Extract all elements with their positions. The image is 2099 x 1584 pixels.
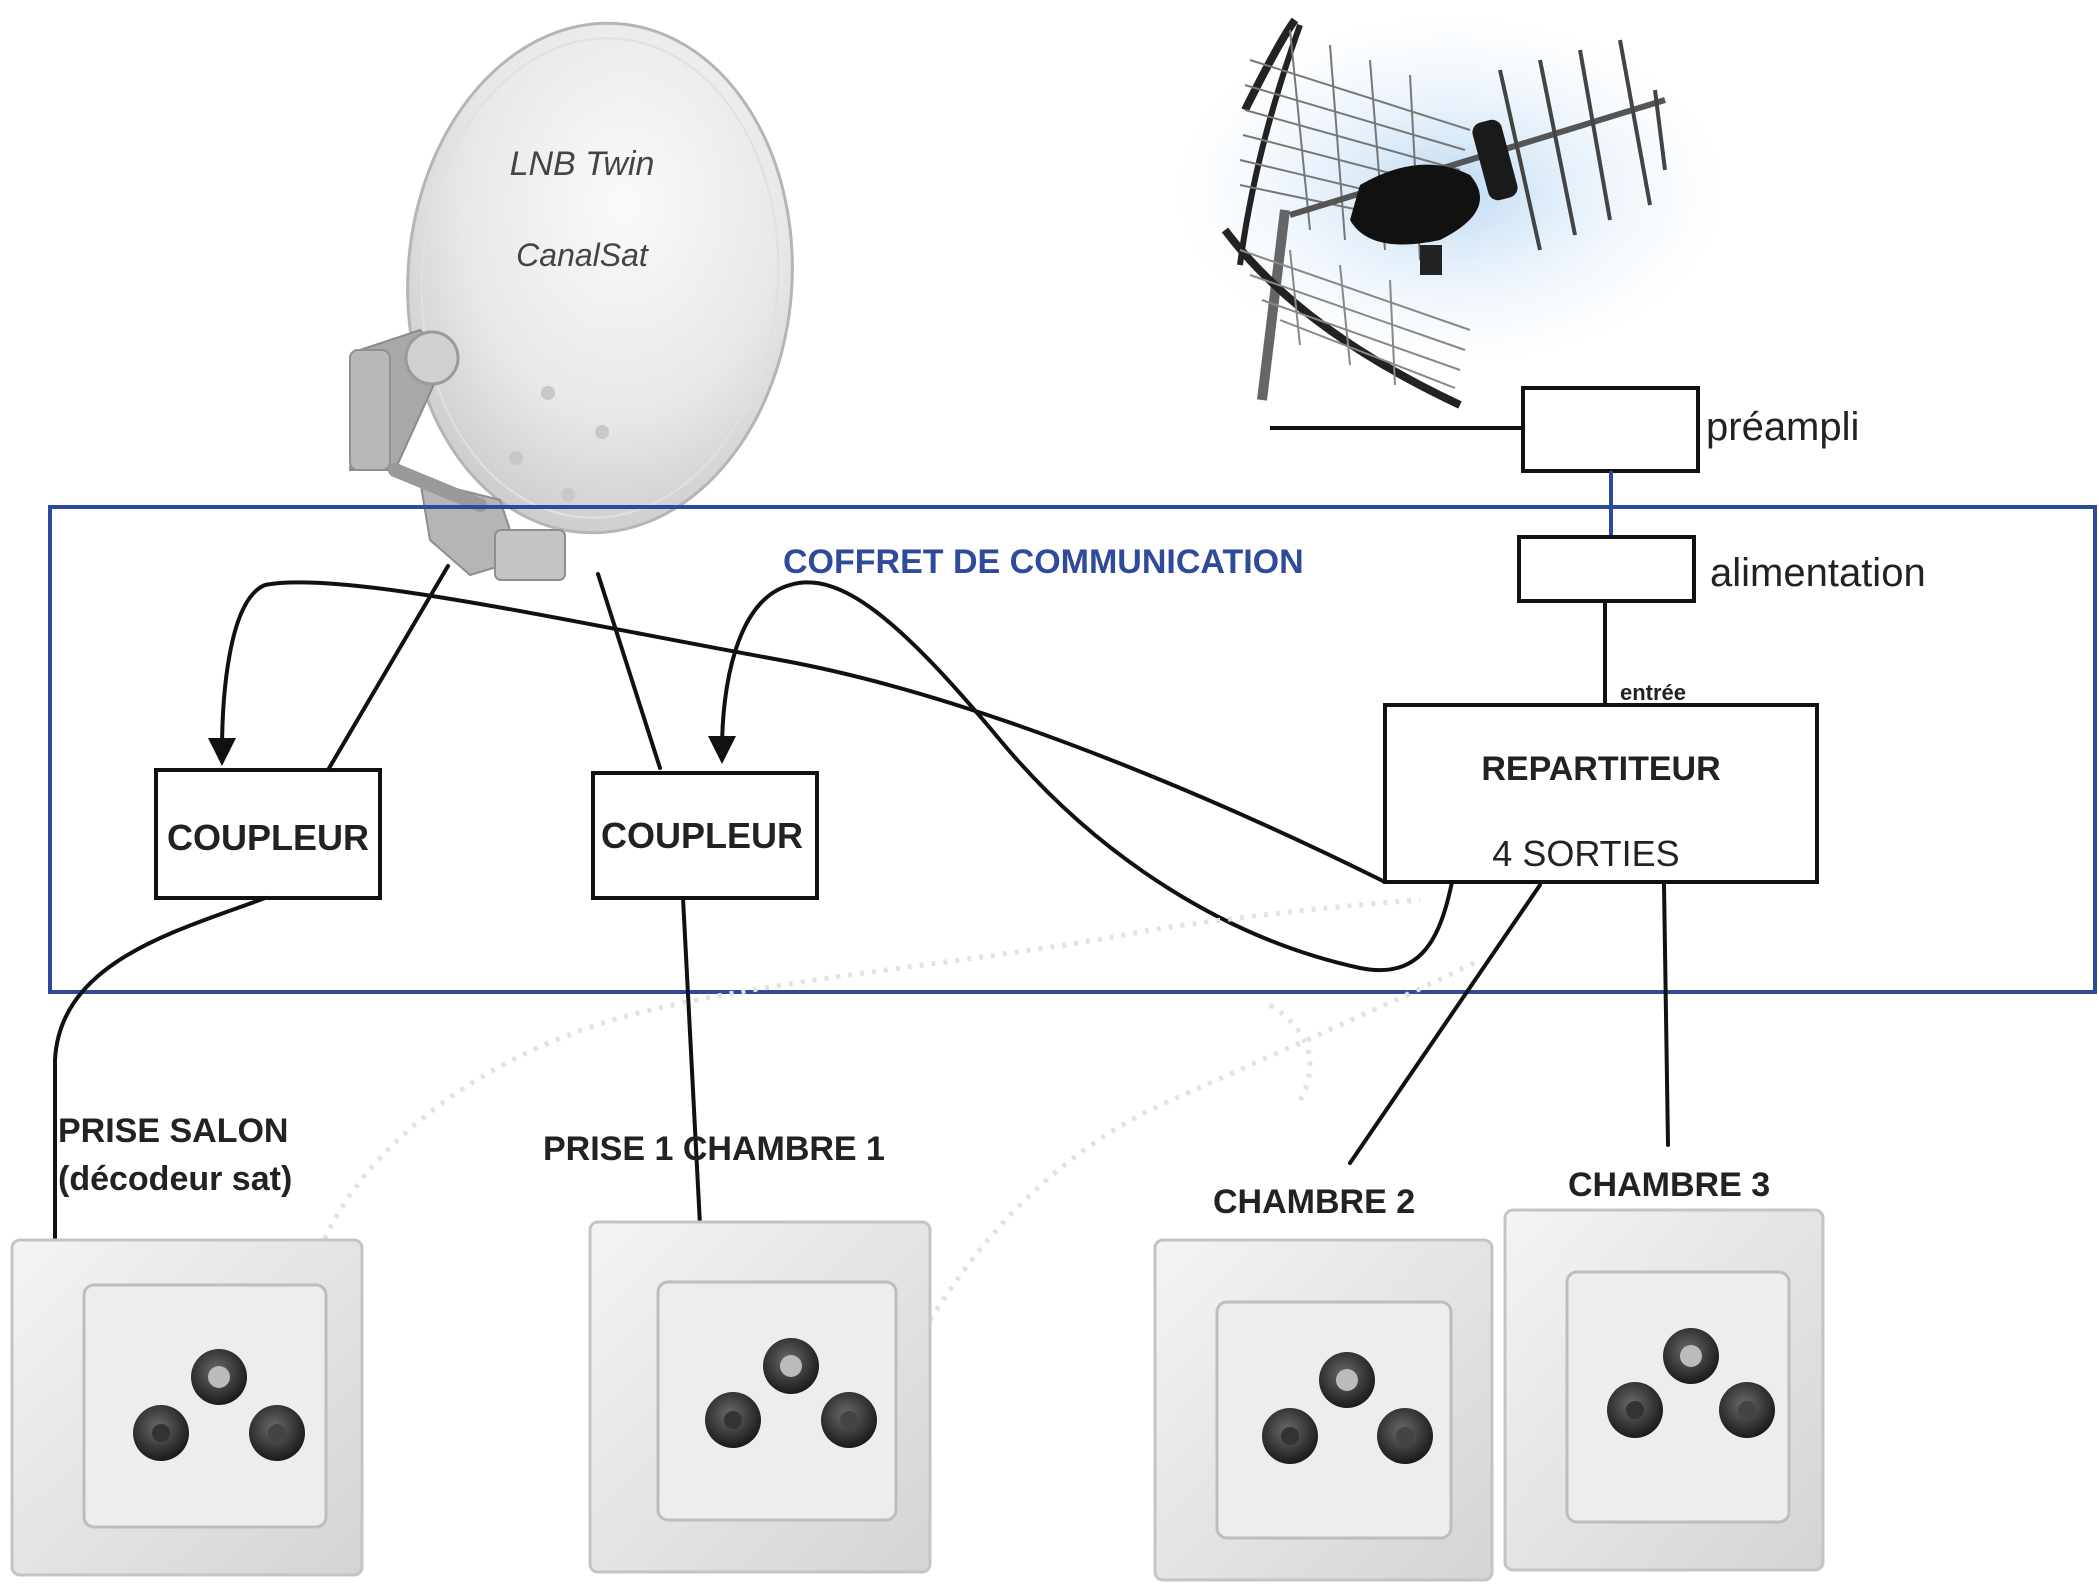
coupler-right-label: COUPLEUR	[601, 815, 803, 856]
wall-socket-icon	[1153, 1238, 1494, 1582]
outlet-chambre1-label: PRISE 1 CHAMBRE 1	[543, 1130, 885, 1168]
wall-socket-icon	[10, 1238, 364, 1577]
splitter-title: REPARTITEUR	[1481, 750, 1720, 788]
communication-box-title: COFFRET DE COMMUNICATION	[783, 543, 1304, 581]
terrestrial-antenna-icon	[1180, 17, 1720, 409]
outlet-salon-label-line1: PRISE SALON	[58, 1112, 288, 1150]
power-supply-label: alimentation	[1710, 551, 1926, 595]
splitter-outputs: 4 SORTIES	[1492, 833, 1679, 874]
faint-cable-traces	[317, 897, 1482, 1322]
preamp-block: préampli	[1270, 386, 1859, 473]
wall-socket-icon	[1503, 1208, 1825, 1572]
cables	[53, 564, 1670, 1257]
splitter-block: REPARTITEUR 4 SORTIES	[1383, 703, 1819, 884]
coupler-left: COUPLEUR	[154, 768, 382, 900]
power-supply-block: alimentation	[1517, 535, 1926, 603]
dish-label-line2: CanalSat	[516, 237, 649, 273]
outlet-chambre3-label: CHAMBRE 3	[1568, 1166, 1770, 1204]
dish-label-line1: LNB Twin	[510, 145, 655, 183]
coupler-right: COUPLEUR	[591, 771, 819, 900]
satellite-dish-icon: LNB Twin CanalSat	[348, 21, 794, 581]
preamp-label: préampli	[1706, 405, 1859, 449]
communication-box	[48, 505, 2097, 994]
wall-socket-icon	[588, 1220, 932, 1574]
outlet-chambre2-label: CHAMBRE 2	[1213, 1183, 1415, 1221]
coupler-left-label: COUPLEUR	[167, 817, 369, 858]
outlet-salon-label-line2: (décodeur sat)	[58, 1160, 292, 1198]
splitter-input-label: entrée	[1620, 680, 1686, 705]
